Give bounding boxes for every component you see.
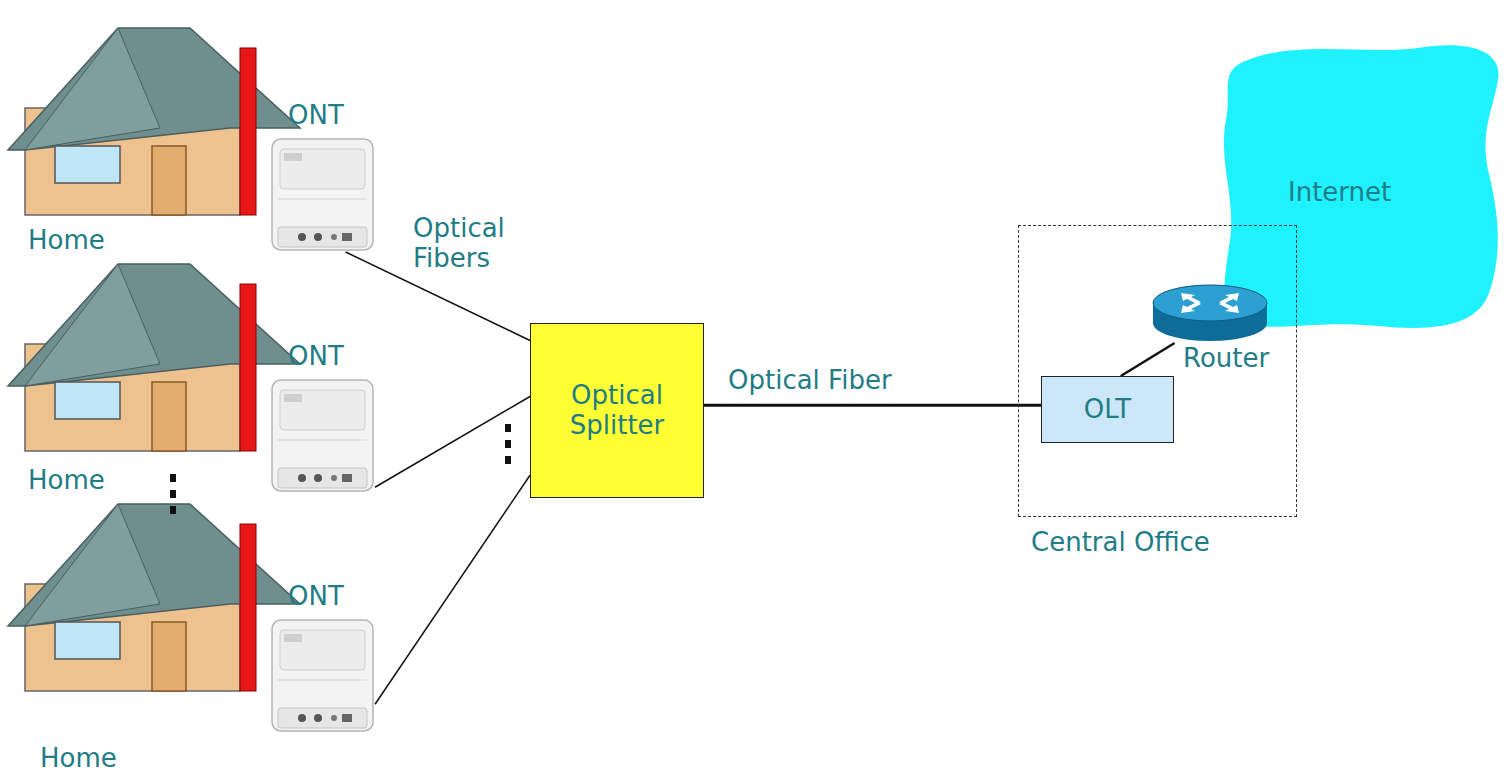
node-label: ONT [288,101,344,131]
node-label: OLT [1084,395,1131,425]
olt-box: OLT [1041,376,1174,443]
splitter-box: Optical Splitter [530,323,704,498]
node-label: Internet [1288,178,1391,208]
router-icon: Router [1151,281,1269,343]
ont-device: ONT [270,378,375,493]
internet-cloud: Internet [1218,40,1503,332]
node-label: Optical Splitter [537,381,697,441]
edge-label: Optical Fiber [725,366,991,396]
node-label: Router [1183,344,1269,374]
home-label: Home [28,226,105,256]
ont-device: ONT [270,618,375,733]
optical-fiber-line [375,397,530,488]
home-label: Home [40,744,117,774]
home-label: Home [28,466,105,496]
optical-fiber-line [704,404,1041,407]
node-label: ONT [288,582,344,612]
house-icon [8,264,300,451]
ont-device: ONT [270,137,375,252]
optical-fiber-line [375,475,530,704]
optical-fiber-line [1121,343,1175,376]
node-label: ONT [288,342,344,372]
node-label: Central Office [1031,528,1210,558]
office-region: Central OfficeOLTRouter [1018,225,1297,517]
house-icon [8,504,300,691]
edge-label: Optical Fibers [410,214,556,274]
house-icon [8,28,300,215]
